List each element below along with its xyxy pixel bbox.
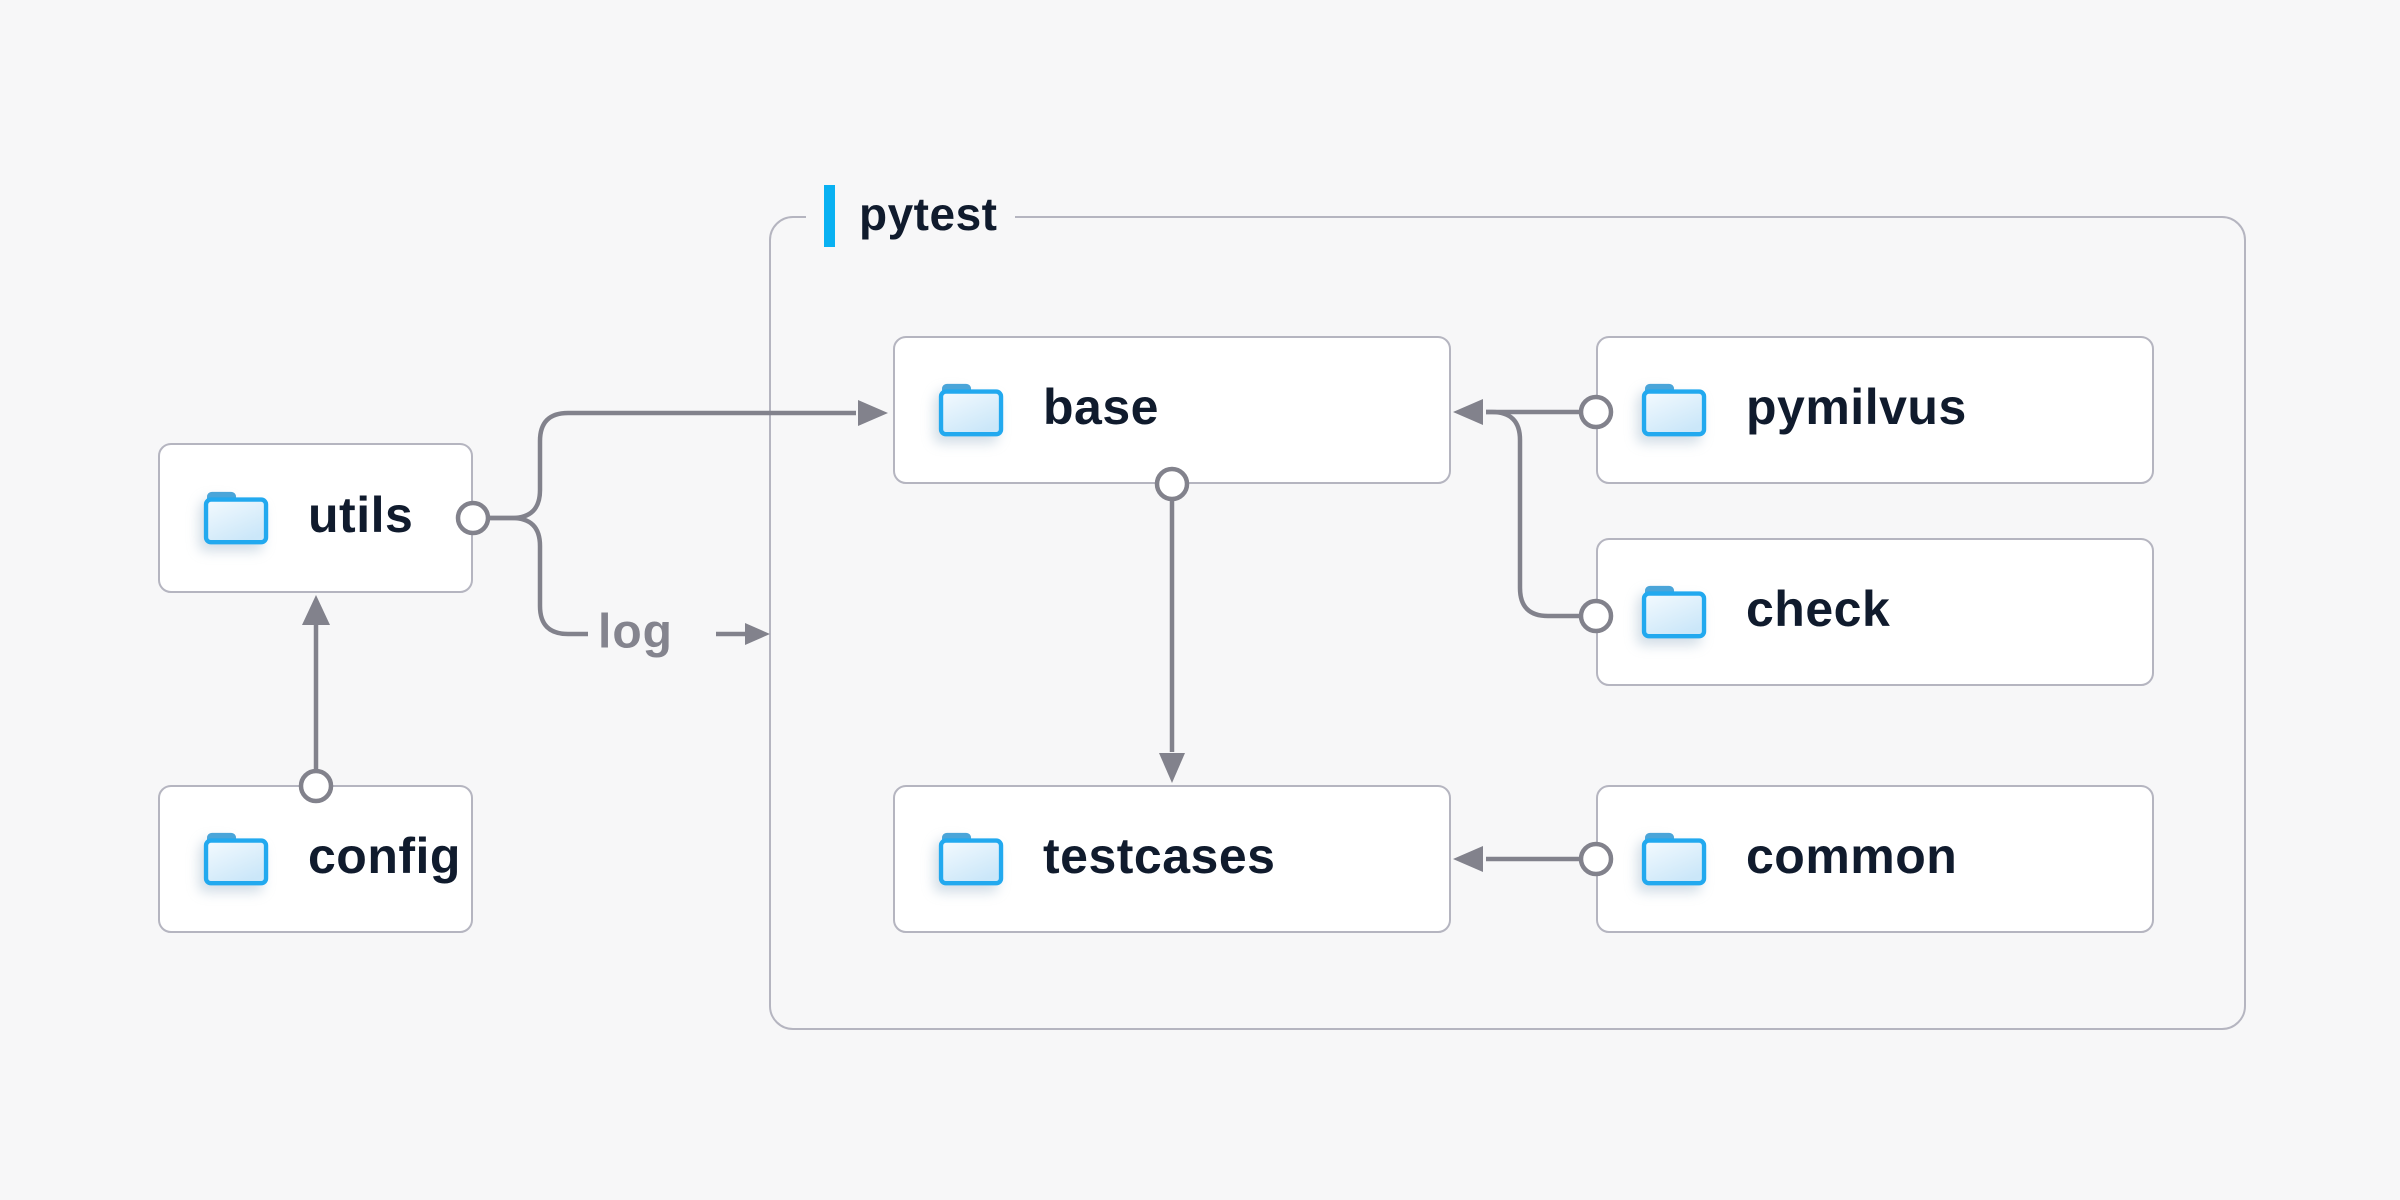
edge-label-log: log xyxy=(598,605,673,659)
pytest-group-container xyxy=(769,216,2246,1030)
node-pymilvus-label: pymilvus xyxy=(1746,379,1967,435)
connector-dot-pymilvus xyxy=(1578,394,1614,430)
node-testcases: testcases xyxy=(893,785,1451,933)
arrowhead-into-base-left xyxy=(858,400,888,426)
edge-check-to-base xyxy=(1486,409,1581,619)
node-check: check xyxy=(1596,538,2154,686)
connector-dot-config xyxy=(298,768,334,804)
node-common: common xyxy=(1596,785,2154,933)
node-testcases-label: testcases xyxy=(1043,828,1276,884)
node-base-label: base xyxy=(1043,379,1159,435)
node-pymilvus: pymilvus xyxy=(1596,336,2154,484)
node-config-label: config xyxy=(308,828,461,884)
arrowhead-into-utils xyxy=(302,595,330,625)
edge-utils-to-log xyxy=(489,515,588,637)
node-utils: utils xyxy=(158,443,473,593)
arrowhead-into-testcases-top xyxy=(1159,753,1185,783)
arrowhead-into-base-right xyxy=(1453,399,1483,425)
connector-dot-base xyxy=(1154,466,1190,502)
arrowhead-log xyxy=(745,623,770,645)
node-config: config xyxy=(158,785,473,933)
pytest-group-label: pytest xyxy=(806,185,1016,247)
arrowhead-into-testcases-right xyxy=(1453,846,1483,872)
pytest-group-title: pytest xyxy=(859,188,998,240)
node-common-label: common xyxy=(1746,828,1958,884)
connector-dot-check xyxy=(1578,598,1614,634)
edge-utils-to-base xyxy=(489,410,856,521)
connector-dot-common xyxy=(1578,841,1614,877)
accent-bar xyxy=(824,185,835,247)
node-base: base xyxy=(893,336,1451,484)
node-check-label: check xyxy=(1746,581,1891,637)
connector-dot-utils xyxy=(455,500,491,536)
node-utils-label: utils xyxy=(308,487,414,543)
